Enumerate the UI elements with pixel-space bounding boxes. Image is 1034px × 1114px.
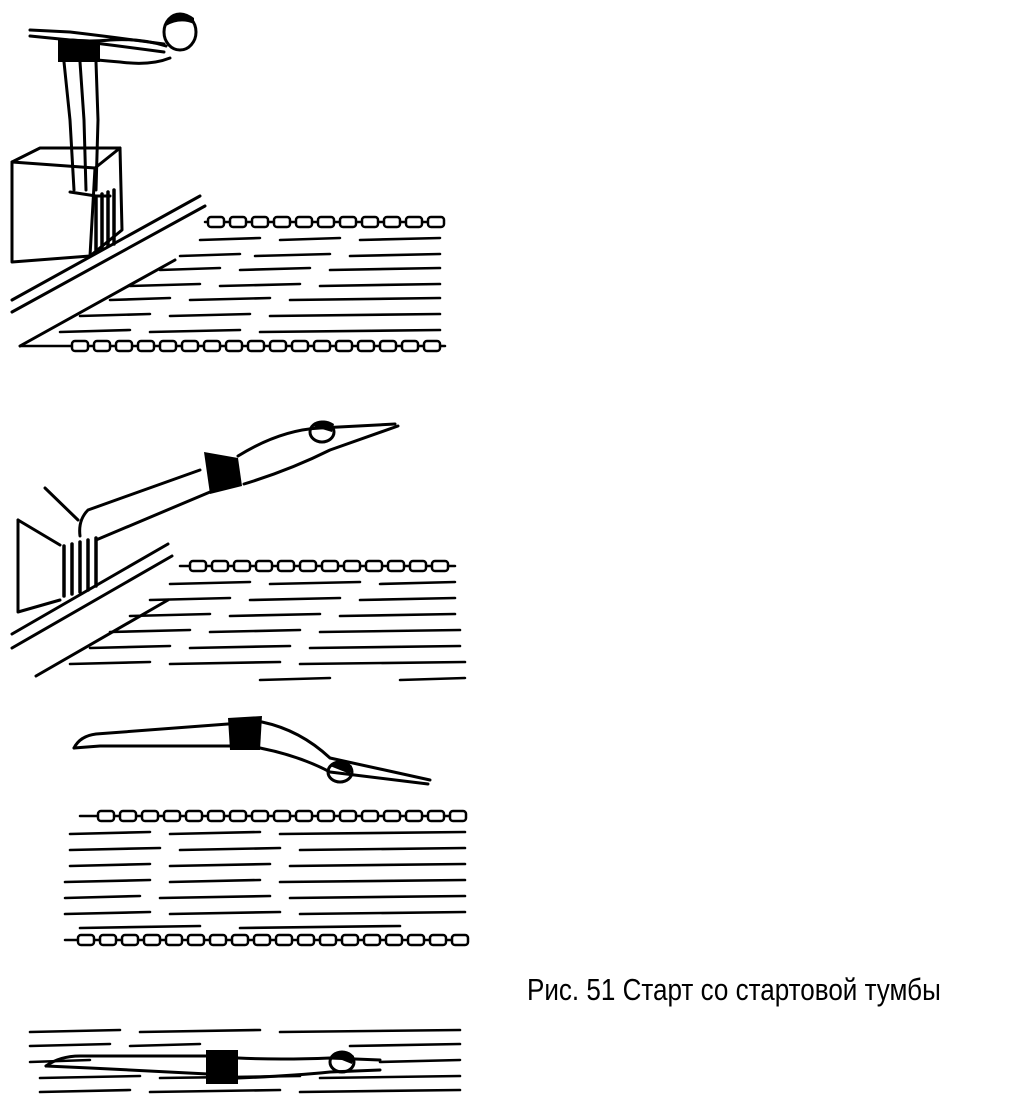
swimmer-in-flight — [72, 716, 432, 786]
lane-rope-float — [296, 933, 316, 947]
swimmer-standing — [28, 12, 198, 198]
panel-3-flight — [63, 716, 467, 942]
lane-rope-float — [228, 215, 248, 229]
lane-rope-float — [114, 339, 134, 353]
lane-rope-float — [246, 339, 266, 353]
lane-rope-float — [162, 809, 182, 823]
water-surface — [28, 1028, 462, 1094]
lane-rope-float — [224, 339, 244, 353]
lane-rope-float — [382, 809, 402, 823]
lane-rope-float — [276, 559, 296, 573]
lane-rope-floats — [70, 215, 470, 947]
lane-rope-float — [318, 933, 338, 947]
lane-rope-float — [290, 339, 310, 353]
lane-rope-float — [378, 339, 398, 353]
lane-rope-float — [448, 809, 468, 823]
lane-rope-float — [316, 215, 336, 229]
water-surface — [63, 830, 467, 930]
lane-rope-float — [98, 933, 118, 947]
lane-rope-float — [422, 339, 442, 353]
lane-rope-float — [294, 809, 314, 823]
lane-rope-float — [232, 559, 252, 573]
lane-rope-float — [364, 559, 384, 573]
lane-rope-float — [120, 933, 140, 947]
lane-rope-float — [96, 809, 116, 823]
lane-rope-float — [342, 559, 362, 573]
lane-rope-float — [404, 809, 424, 823]
lane-rope-float — [338, 809, 358, 823]
lane-rope-float — [272, 215, 292, 229]
lane-rope-float — [206, 809, 226, 823]
lane-rope-float — [206, 215, 226, 229]
lane-rope-float — [312, 339, 332, 353]
lane-rope-float — [228, 809, 248, 823]
lane-rope-float — [400, 339, 420, 353]
lane-rope-float — [382, 215, 402, 229]
lane-rope-float — [384, 933, 404, 947]
lane-rope-float — [404, 215, 424, 229]
lane-rope-float — [202, 339, 222, 353]
lane-rope-float — [184, 809, 204, 823]
lane-rope-float — [76, 933, 96, 947]
panel-4-glide — [28, 1028, 462, 1094]
lane-rope-float — [428, 933, 448, 947]
figure-caption: Рис. 51 Старт со стартовой тумбы — [527, 972, 941, 1007]
lane-rope-float — [250, 215, 270, 229]
lane-rope-float — [210, 559, 230, 573]
lane-rope-float — [408, 559, 428, 573]
lane-rope-float — [426, 215, 446, 229]
pool-edge — [10, 194, 207, 348]
lane-rope-float — [340, 933, 360, 947]
panel-1-ready-position — [10, 12, 447, 348]
lane-rope-float — [338, 215, 358, 229]
lane-rope-float — [316, 809, 336, 823]
lane-rope-float — [208, 933, 228, 947]
lane-rope-float — [274, 933, 294, 947]
lane-rope-float — [118, 809, 138, 823]
lane-rope-float — [298, 559, 318, 573]
lane-rope-float — [140, 809, 160, 823]
lane-rope-float — [406, 933, 426, 947]
lane-rope-float — [180, 339, 200, 353]
lane-rope-float — [426, 809, 446, 823]
lane-rope-float — [362, 933, 382, 947]
water-surface — [68, 580, 467, 682]
lane-rope-float — [294, 215, 314, 229]
lane-rope-float — [360, 809, 380, 823]
lane-rope-float — [230, 933, 250, 947]
panel-2-push-off — [10, 420, 467, 682]
lane-rope-float — [254, 559, 274, 573]
lane-rope-float — [136, 339, 156, 353]
starting-block — [16, 486, 98, 614]
lane-rope-float — [272, 809, 292, 823]
swimmer-pushing-off — [78, 420, 400, 542]
lane-rope-float — [334, 339, 354, 353]
lane-rope-float — [164, 933, 184, 947]
lane-rope-float — [430, 559, 450, 573]
lane-rope-float — [70, 339, 90, 353]
lane-rope-float — [142, 933, 162, 947]
lane-rope-float — [386, 559, 406, 573]
lane-rope-float — [188, 559, 208, 573]
lane-rope-float — [320, 559, 340, 573]
lane-rope-float — [92, 339, 112, 353]
swimmer-gliding — [44, 1050, 382, 1084]
starting-block — [10, 146, 124, 264]
lane-rope-float — [356, 339, 376, 353]
lane-rope-float — [268, 339, 288, 353]
pool-edge — [10, 542, 174, 678]
lane-rope-float — [252, 933, 272, 947]
lane-rope-float — [450, 933, 470, 947]
lane-rope-float — [250, 809, 270, 823]
water-surface — [58, 236, 442, 334]
lane-rope-float — [360, 215, 380, 229]
lane-rope-float — [186, 933, 206, 947]
lane-rope-float — [158, 339, 178, 353]
